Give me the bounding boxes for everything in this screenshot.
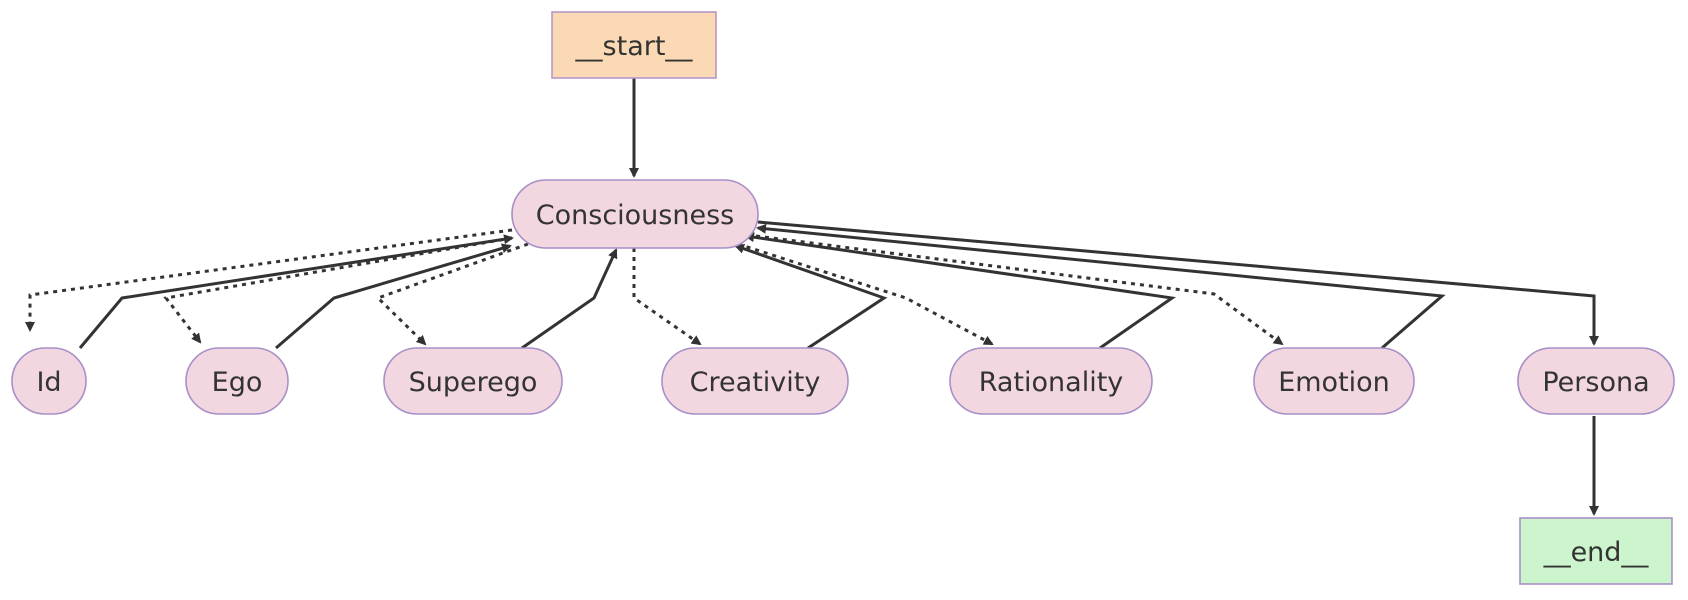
node-ego[interactable]: Ego — [185, 347, 289, 415]
node-rationality[interactable]: Rationality — [949, 347, 1153, 415]
consciousness-node-box — [511, 179, 759, 249]
end-node-box — [1519, 517, 1673, 585]
node-consciousness[interactable]: Consciousness — [511, 179, 759, 249]
end-node-label: __end__ — [1543, 537, 1649, 568]
edge-consciousness-persona — [757, 220, 1599, 346]
ego-node-label: Ego — [212, 367, 263, 398]
node-persona[interactable]: Persona — [1517, 347, 1675, 415]
consciousness-node-label: Consciousness — [536, 200, 734, 231]
id-node-label: Id — [36, 367, 61, 398]
start-node-box — [551, 11, 717, 79]
edge-id-consciousness — [78, 234, 514, 349]
rationality-node-label: Rationality — [979, 367, 1124, 398]
node-superego[interactable]: Superego — [383, 347, 563, 415]
persona-node-label: Persona — [1542, 367, 1649, 398]
edge-consciousness-emotion — [755, 234, 1284, 346]
emotion-node-box — [1253, 347, 1415, 415]
superego-node-label: Superego — [409, 367, 538, 398]
node-id[interactable]: Id — [11, 347, 87, 415]
edge-consciousness-id — [25, 228, 513, 332]
edge-consciousness-superego — [375, 242, 529, 346]
start-node-label: __start__ — [575, 31, 693, 62]
id-node-box — [11, 347, 87, 415]
emotion-node-label: Emotion — [1278, 367, 1390, 398]
ego-node-box — [185, 347, 289, 415]
rationality-node-box — [949, 347, 1153, 415]
nodes: __start__ Consciousness Id Ego Superego … — [11, 11, 1675, 585]
node-creativity[interactable]: Creativity — [661, 347, 849, 415]
edge-superego-consciousness — [521, 248, 618, 350]
node-end[interactable]: __end__ — [1519, 517, 1673, 585]
creativity-node-box — [661, 347, 849, 415]
node-start[interactable]: __start__ — [551, 11, 717, 79]
edge-creativity-consciousness — [734, 243, 888, 350]
edge-ego-consciousness — [275, 243, 512, 350]
persona-node-box — [1517, 347, 1675, 415]
edge-rationality-consciousness — [744, 232, 1176, 350]
creativity-node-label: Creativity — [690, 367, 821, 398]
superego-node-box — [383, 347, 563, 415]
edges — [25, 78, 1599, 516]
edge-consciousness-ego — [163, 236, 513, 344]
node-emotion[interactable]: Emotion — [1253, 347, 1415, 415]
edge-emotion-consciousness — [756, 223, 1446, 350]
edge-consciousness-creativity — [632, 248, 702, 346]
